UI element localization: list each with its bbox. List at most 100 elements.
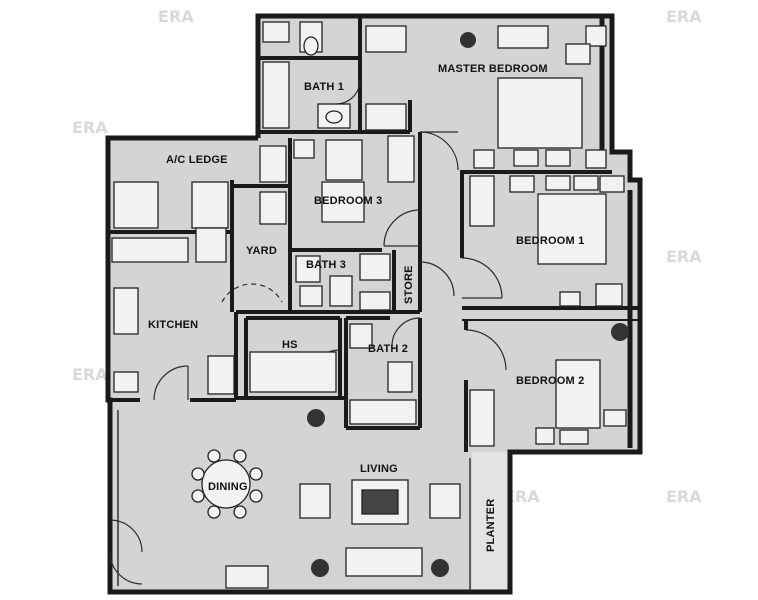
nightstand — [509, 175, 535, 193]
wardrobe — [469, 175, 495, 227]
washer — [195, 227, 227, 263]
watermark: ERA — [158, 7, 194, 26]
fridge — [113, 371, 139, 393]
room-label-dining: DINING — [208, 481, 248, 493]
dining-chair — [191, 467, 205, 481]
room-label-bath1: BATH 1 — [304, 81, 344, 93]
cabinet — [259, 191, 287, 225]
room-label-bedroom1: BEDROOM 1 — [516, 235, 584, 247]
plant-icon — [307, 409, 325, 427]
pillow — [545, 149, 571, 167]
chair — [565, 43, 591, 65]
watermark: ERA — [72, 365, 108, 384]
shower — [262, 21, 290, 43]
door-swing — [461, 257, 503, 299]
wardrobe — [387, 135, 415, 183]
interior-walls — [110, 18, 640, 452]
ac-unit — [259, 145, 287, 183]
coffee-table-top — [361, 489, 399, 515]
dining-chair — [249, 489, 263, 503]
plant-icon — [611, 323, 629, 341]
dining-chair — [191, 489, 205, 503]
door-swing — [419, 131, 459, 171]
bathtub — [262, 61, 290, 129]
room-label-ac-ledge: A/C LEDGE — [166, 154, 228, 166]
plant-icon — [460, 32, 476, 48]
nightstand — [585, 149, 607, 169]
pillow — [559, 429, 589, 445]
outer-walls — [105, 13, 643, 595]
sink — [349, 323, 373, 349]
wardrobe — [365, 25, 407, 53]
plant-icon — [311, 559, 329, 577]
outer-wall — [105, 13, 643, 595]
watermark: ERA — [666, 487, 702, 506]
bed — [325, 139, 363, 181]
room-label-store: STORE — [403, 265, 415, 304]
bathtub — [249, 351, 337, 393]
room-label-kitchen: KITCHEN — [148, 319, 198, 331]
bed — [537, 193, 607, 265]
watermark: ERA — [72, 118, 108, 137]
water-heater — [359, 291, 391, 311]
ac-unit — [113, 181, 159, 229]
room-label-master-bedroom: MASTER BEDROOM — [438, 63, 548, 75]
furniture — [111, 21, 627, 589]
chair — [559, 291, 581, 307]
cabinet — [207, 355, 235, 395]
plant-icon — [431, 559, 449, 577]
desk — [595, 283, 623, 307]
room-label-yard: YARD — [246, 245, 277, 257]
door-swing — [221, 283, 283, 303]
nightstand — [535, 427, 555, 445]
bed — [321, 181, 365, 223]
pillow — [513, 149, 539, 167]
bed — [555, 359, 601, 429]
watermark: ERA — [504, 487, 540, 506]
wardrobe — [365, 103, 407, 131]
pillow — [573, 175, 599, 191]
door-swing — [383, 209, 421, 247]
side-table — [585, 25, 607, 47]
door-swing — [391, 317, 421, 347]
watermark: ERA — [666, 247, 702, 266]
wardrobe — [469, 389, 495, 447]
door-swing — [419, 261, 455, 297]
nightstand — [473, 149, 495, 169]
sink-basin — [325, 110, 343, 124]
door-swing — [153, 365, 189, 401]
watermark: ERA — [666, 7, 702, 26]
cabinet — [359, 253, 391, 281]
room-label-bedroom3: BEDROOM 3 — [314, 195, 382, 207]
door-swing — [465, 329, 507, 371]
dining-chair — [249, 467, 263, 481]
dining-chair — [207, 449, 221, 463]
nightstand — [293, 139, 315, 159]
stove — [113, 287, 139, 335]
vanity — [349, 399, 417, 425]
sideboard — [225, 565, 269, 589]
room-label-hs: HS — [282, 339, 298, 351]
room-label-living: LIVING — [360, 463, 398, 475]
dining-chair — [233, 449, 247, 463]
room-label-bath2: BATH 2 — [368, 343, 408, 355]
sofa — [345, 547, 423, 577]
planter-area — [472, 452, 508, 592]
toilet — [387, 361, 413, 393]
counter-sink — [111, 237, 189, 263]
bed — [497, 77, 583, 149]
desk — [497, 25, 549, 49]
room-label-bedroom2: BEDROOM 2 — [516, 375, 584, 387]
sink — [299, 285, 323, 307]
nightstand — [599, 175, 625, 193]
dining-chair — [233, 505, 247, 519]
room-label-planter: PLANTER — [485, 499, 497, 552]
door-swing — [109, 551, 143, 585]
side-table — [603, 409, 627, 427]
plants — [307, 32, 629, 577]
ac-unit — [191, 181, 229, 229]
room-labels: BATH 1 MASTER BEDROOM A/C LEDGE BEDROOM … — [148, 63, 584, 552]
pillow — [545, 175, 571, 191]
dining-chair — [207, 505, 221, 519]
